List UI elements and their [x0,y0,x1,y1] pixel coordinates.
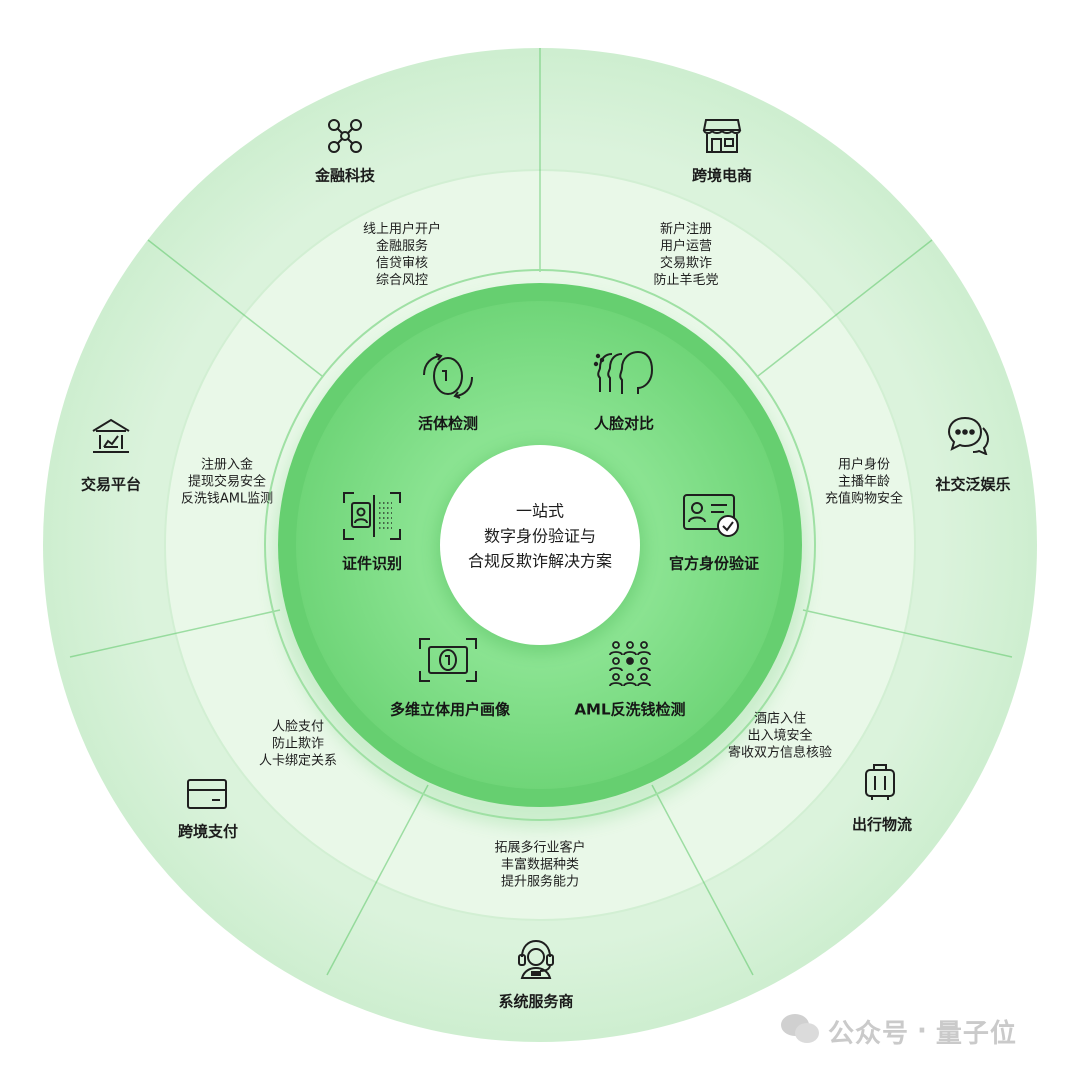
center-circle [440,445,640,645]
capability-official-id-label: 官方身份验证 [668,554,760,573]
desc-line: 用户运营 [659,239,713,254]
desc-line: 新户注册 [659,222,713,237]
desc-line: 丰富数据种类 [500,857,580,873]
desc-line: 综合风控 [375,273,429,288]
luggage-icon [862,762,898,806]
desc-line: 反洗钱AML监测 [180,491,274,507]
headset-agent-icon [516,937,556,983]
capability-document-ocr-label: 证件识别 [341,554,403,573]
industry-fintech-desc: 线上用户开户 金融服务 信贷审核 综合风控 [363,221,441,289]
industry-system-integrator-desc: 拓展多行业客户 丰富数据种类 提升服务能力 [494,840,585,891]
industry-trading-platform-label: 交易平台 [80,475,142,494]
desc-line: 主播年龄 [837,474,891,490]
capability-liveness-label: 活体检测 [417,414,479,433]
industry-cross-border-ecommerce-label: 跨境电商 [691,166,753,185]
desc-line: 提现交易安全 [187,474,267,490]
desc-line: 提升服务能力 [500,874,580,890]
id-card-check-icon [682,492,742,542]
industry-cross-border-payment-desc: 人脸支付 防止欺诈 人卡绑定关系 [259,719,337,770]
molecule-network-icon [326,117,364,159]
inner-ring-outline [264,269,816,821]
desc-line: 人卡绑定关系 [258,753,338,769]
desc-line: 防止欺诈 [271,736,325,752]
storefront-icon [702,118,742,158]
watermark-separator: · [917,1016,928,1046]
desc-line: 注册入金 [200,457,254,473]
watermark-right: 量子位 [935,1018,1017,1049]
industry-fintech-label: 金融科技 [314,166,376,185]
scan-frame-icon [418,637,478,687]
center-title-line: 数字身份验证与 [483,526,597,546]
industry-cross-border-payment-label: 跨境支付 [177,822,239,841]
watermark-left: 公众号 [828,1018,910,1049]
desc-line: 用户身份 [837,457,891,473]
center-title-line: 合规反欺诈解决方案 [467,551,613,571]
wechat-icon [780,1012,820,1050]
watermark: 公众号 · 量子位 [780,1012,1017,1050]
industry-social-entertainment-desc: 用户身份 主播年龄 充值购物安全 [825,457,903,508]
capability-user-profile-label: 多维立体用户画像 [389,700,511,719]
exchange-building-icon [91,417,131,459]
capability-face-compare-label: 人脸对比 [593,414,655,433]
desc-line: 寄收双方信息核验 [727,745,833,761]
desc-line: 拓展多行业客户 [494,840,586,856]
face-compare-icon [592,348,656,404]
liveness-face-icon [418,351,478,405]
center-title: 一站式 数字身份验证与 合规反欺诈解决方案 [468,499,612,574]
industry-system-integrator-label: 系统服务商 [498,992,574,1011]
desc-line: 酒店入住 [753,711,807,727]
desc-line: 出入境安全 [747,728,813,744]
capability-aml-label: AML反洗钱检测 [574,700,686,719]
industry-cross-border-ecommerce-desc: 新户注册 用户运营 交易欺诈 防止羊毛党 [653,221,718,289]
desc-line: 交易欺诈 [659,256,713,271]
desc-line: 防止羊毛党 [653,273,719,288]
desc-line: 人脸支付 [271,719,325,735]
document-scan-icon [342,491,402,545]
card-icon [186,778,228,814]
center-title-line: 一站式 [515,501,565,521]
desc-line: 信贷审核 [375,256,429,271]
industry-travel-logistics-desc: 酒店入住 出入境安全 寄收双方信息核验 [728,711,832,762]
industry-social-entertainment-label: 社交泛娱乐 [935,475,1011,494]
industry-trading-platform-desc: 注册入金 提现交易安全 反洗钱AML监测 [181,457,273,508]
outer-sector-dividers [69,48,1013,976]
chat-bubbles-icon [946,415,990,459]
industry-travel-logistics-label: 出行物流 [851,815,913,834]
desc-line: 金融服务 [375,239,429,254]
desc-line: 充值购物安全 [824,491,904,507]
people-network-icon [606,639,654,691]
desc-line: 线上用户开户 [362,222,442,237]
